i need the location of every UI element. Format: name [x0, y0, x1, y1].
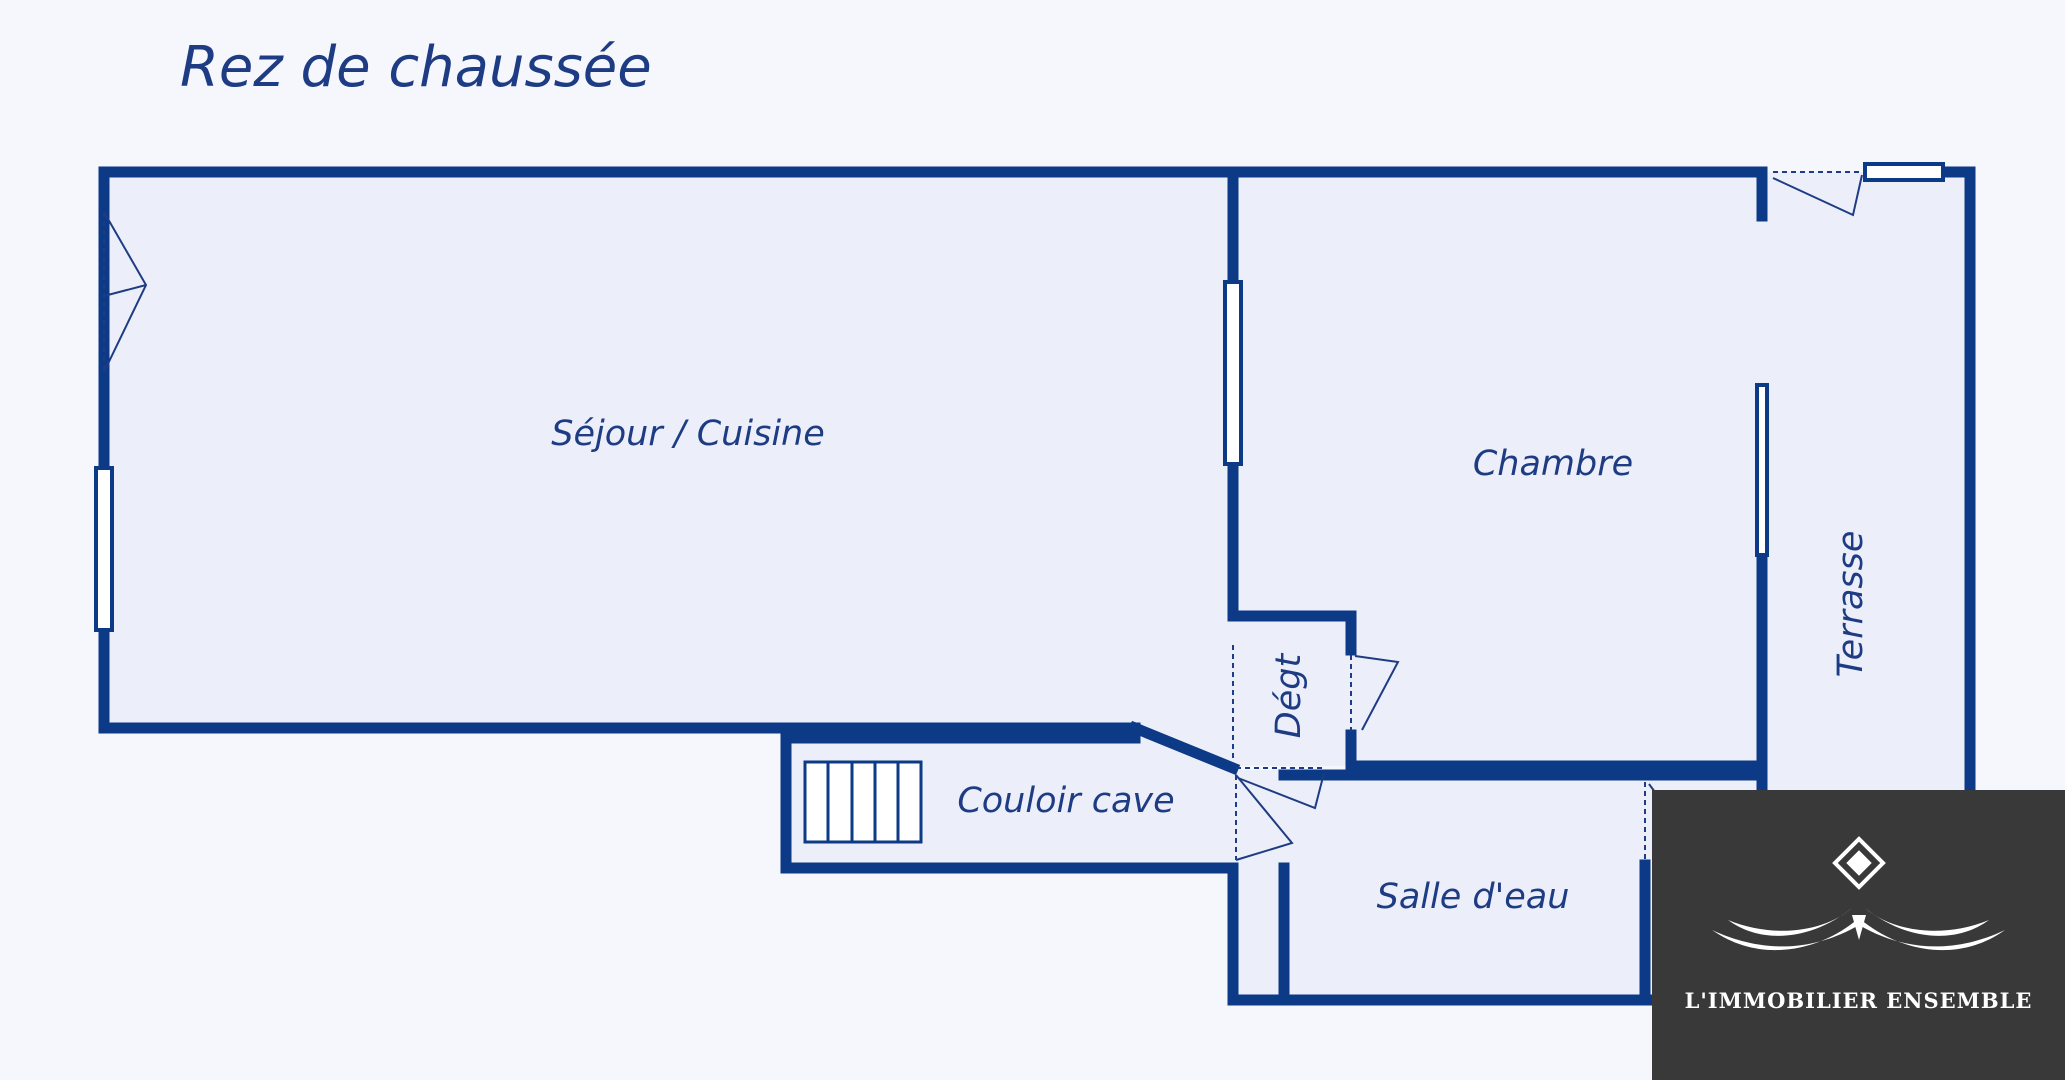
label-degt: Dégt: [1269, 653, 1309, 739]
label-salle-eau: Salle d'eau: [1377, 877, 1570, 917]
doors: [103, 171, 1863, 862]
stairs: [803, 760, 923, 844]
label-sejour: Séjour / Cuisine: [551, 414, 825, 454]
agency-name: L'IMMOBILIER ENSEMBLE: [1684, 988, 2033, 1013]
label-terrasse: Terrasse: [1831, 531, 1871, 678]
plan-title: Rez de chaussée: [180, 35, 652, 100]
label-chambre: Chambre: [1473, 444, 1633, 484]
label-couloir: Couloir cave: [957, 781, 1174, 821]
room-fills: [104, 172, 1970, 1002]
windows: [94, 162, 1945, 632]
window-left: [94, 466, 114, 632]
window-chambre-terrasse: [1755, 383, 1769, 557]
agency-emblem-icon: [1712, 836, 2005, 951]
agency-logo: L'IMMOBILIER ENSEMBLE: [1652, 790, 2065, 1080]
window-terrasse-top: [1863, 162, 1945, 182]
window-sejour-chambre: [1223, 280, 1243, 466]
